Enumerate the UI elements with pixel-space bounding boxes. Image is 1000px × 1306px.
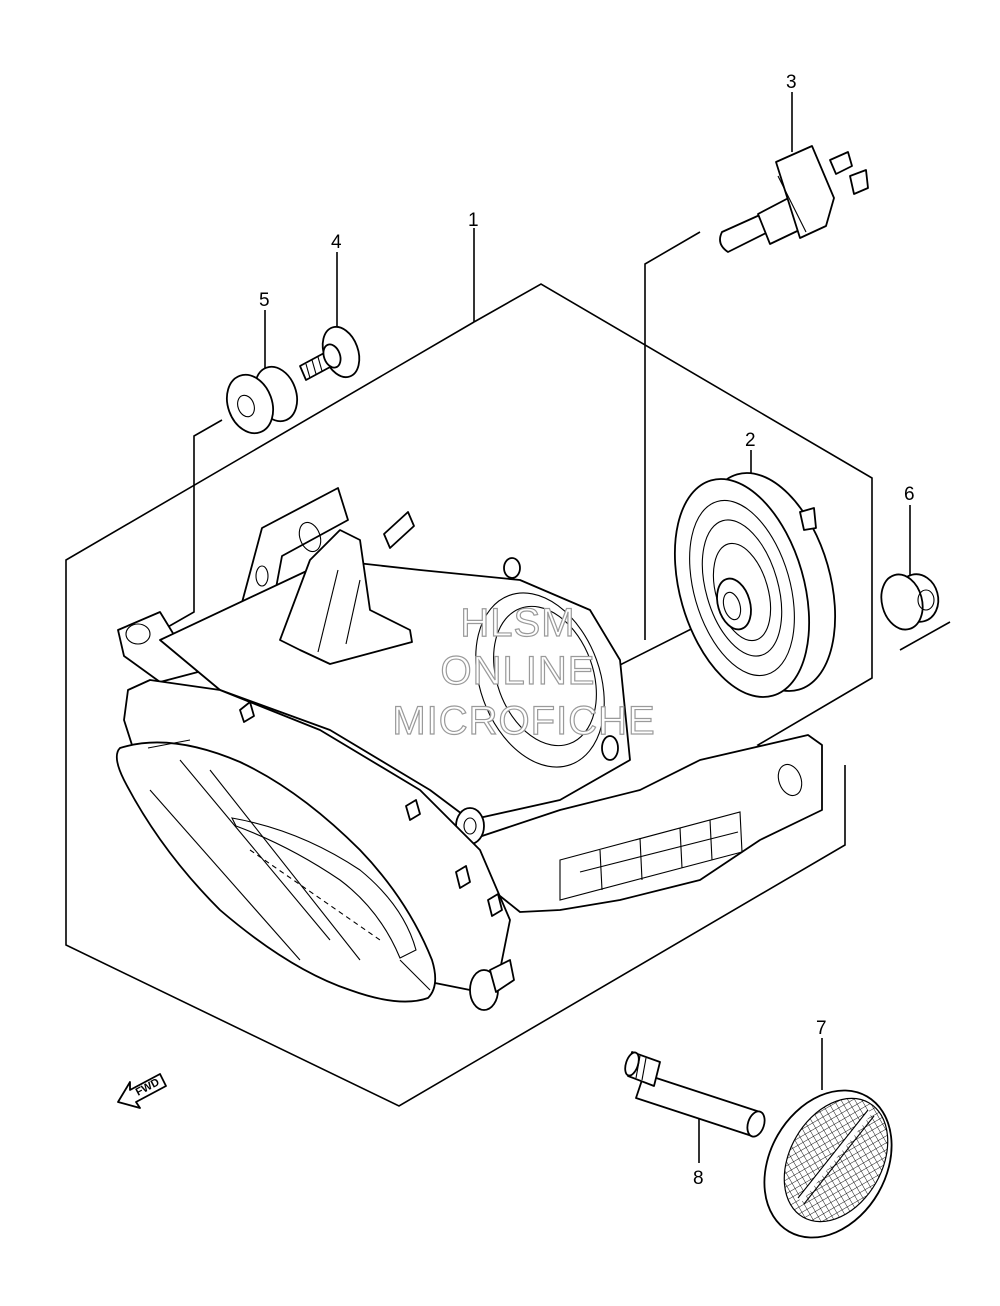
reflector-part-7 — [763, 1089, 893, 1239]
callout-5: 5 — [259, 290, 270, 311]
screw-part-4 — [299, 325, 361, 381]
callout-4: 4 — [331, 232, 342, 253]
watermark-line-3: MICROFICHE — [392, 699, 655, 743]
watermark-line-1: HLSM — [460, 601, 575, 645]
fwd-direction-arrow: FWD — [117, 1073, 167, 1109]
headlight-housing-part-1 — [115, 487, 823, 1011]
callout-6: 6 — [904, 484, 915, 505]
callout-8: 8 — [693, 1168, 704, 1189]
grommet-part-5 — [226, 365, 298, 435]
callout-7: 7 — [816, 1018, 827, 1039]
callout-1: 1 — [468, 210, 479, 231]
watermark: HLSM ONLINE MICROFICHE — [392, 600, 656, 743]
grommet-part-6 — [880, 573, 940, 631]
callout-3: 3 — [786, 72, 797, 93]
bulb-part-3 — [719, 145, 869, 253]
watermark-line-2: ONLINE — [441, 649, 596, 693]
callout-numbers: 1 2 3 4 5 6 7 8 — [259, 72, 915, 1189]
socket-cover-part-2 — [673, 472, 837, 698]
pin-part-8 — [624, 1051, 766, 1138]
callout-2: 2 — [745, 430, 756, 451]
